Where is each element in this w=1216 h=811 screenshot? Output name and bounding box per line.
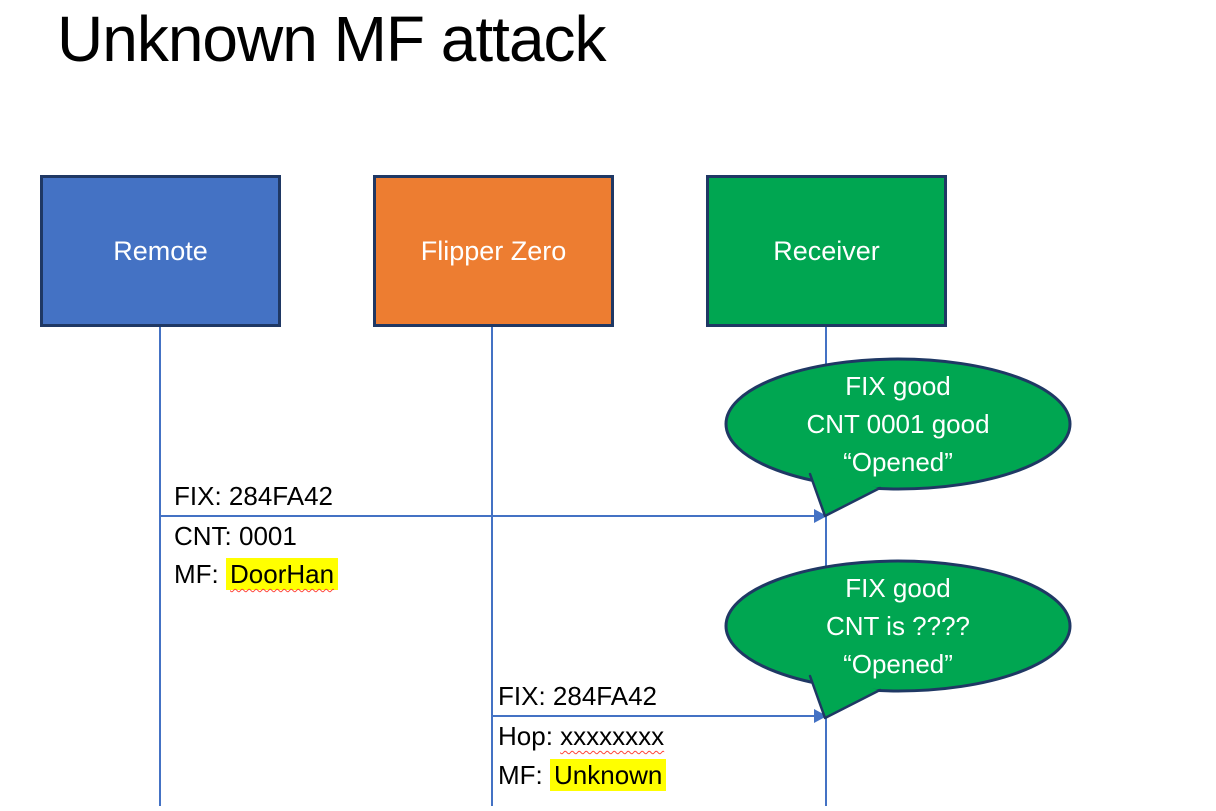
lifeline-remote (159, 327, 161, 806)
speech-bubble-2-tail (808, 674, 882, 720)
speech-bubble-1-shape (724, 357, 1072, 518)
bubble-1-line-1: FIX good (845, 371, 951, 401)
message-2-label-mf: MF: Unknown (498, 759, 667, 791)
message-2-hop-value: xxxxxxxx (560, 721, 665, 751)
speech-bubble-1-ellipse (724, 357, 1072, 491)
speech-bubble-1: FIX good CNT 0001 good “Opened” (722, 356, 1074, 520)
bubble-1-line-3: “Opened” (843, 447, 953, 477)
message-2-hop-prefix: Hop: (498, 721, 561, 751)
actor-box-remote: Remote (40, 175, 281, 327)
speech-bubble-1-text: FIX good CNT 0001 good “Opened” (722, 359, 1074, 489)
bubble-2-line-2: CNT is ???? (825, 611, 971, 641)
message-2-mf-prefix: MF: (498, 760, 550, 790)
actor-box-flipper-zero: Flipper Zero (373, 175, 614, 327)
speech-bubble-2-ellipse (724, 559, 1072, 693)
message-2-mf-value-highlighted: Unknown (550, 759, 667, 791)
speech-bubble-2: FIX good CNT is ???? “Opened” (722, 558, 1074, 722)
message-2-label-fix: FIX: 284FA42 (498, 681, 657, 711)
message-1-mf-prefix: MF: (174, 559, 226, 589)
bubble-1-line-2: CNT 0001 good (806, 409, 990, 439)
message-1-label-mf: MF: DoorHan (174, 558, 339, 590)
speech-bubble-2-shape (724, 559, 1072, 720)
bubble-2-line-3: “Opened” (843, 649, 953, 679)
lifeline-flipper-zero (491, 327, 493, 806)
actor-box-receiver: Receiver (706, 175, 947, 327)
page-title: Unknown MF attack (57, 3, 607, 75)
message-line-remote-to-receiver (160, 515, 816, 517)
message-1-label-cnt: CNT: 0001 (174, 521, 297, 551)
actor-label-flipper-zero: Flipper Zero (420, 235, 567, 266)
message-1-mf-value-highlighted: DoorHan (226, 558, 339, 590)
message-1-label-fix: FIX: 284FA42 (174, 481, 333, 511)
message-line-flipper-to-receiver (492, 715, 816, 717)
speech-bubble-1-tail (808, 472, 882, 518)
message-2-label-hop: Hop: xxxxxxxx (498, 721, 664, 752)
speech-bubble-2-text: FIX good CNT is ???? “Opened” (722, 561, 1074, 691)
bubble-2-line-1: FIX good (845, 573, 951, 603)
actor-label-receiver: Receiver (773, 235, 880, 266)
actor-label-remote: Remote (113, 235, 208, 266)
